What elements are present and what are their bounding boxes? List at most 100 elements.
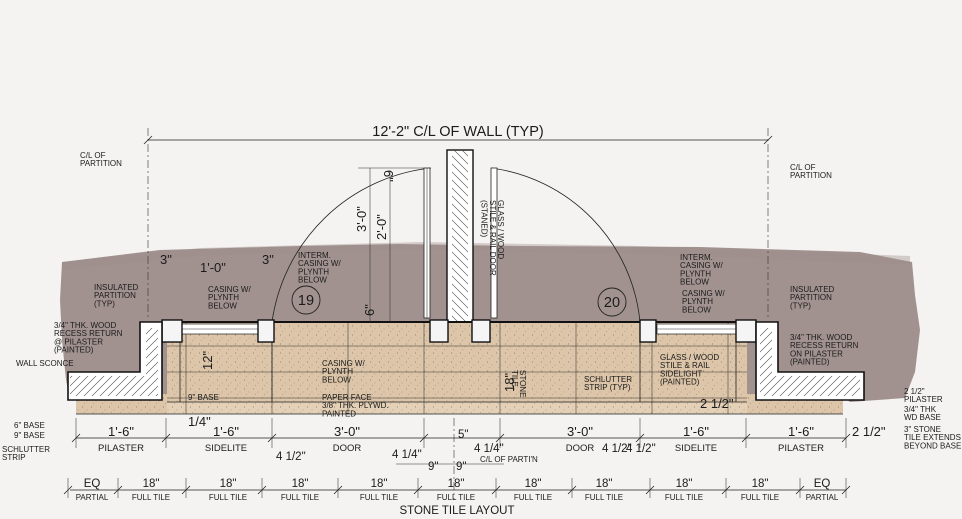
door-leaf-19: [423, 167, 431, 319]
tile-row-segment: 18" FULL TILE: [741, 478, 779, 502]
dim-row-1-segment: 1'-6" SIDELITE: [205, 424, 247, 454]
sidelite-left: [179, 323, 259, 335]
tile-row-label: FULL TILE: [665, 493, 703, 502]
tile-row-value: 18": [525, 478, 542, 490]
dim-row-1-value: 3'-0": [334, 424, 360, 439]
tile-row-label: FULL TILE: [281, 493, 319, 502]
dim-row-1-value: 1'-6": [213, 424, 239, 439]
tile-row-value: 18": [143, 478, 160, 490]
center-dim-18: 18": [502, 373, 517, 392]
extra-dim-9b: 9": [456, 461, 466, 473]
tile-row-label: PARTIAL: [806, 493, 839, 502]
tile-row-value: 18": [596, 478, 613, 490]
sidelite-right: [656, 323, 738, 335]
tile-row-value: 18": [752, 478, 769, 490]
door-number-19: 19: [298, 293, 314, 309]
extra-dim-4-25a: 4 1/4": [392, 449, 422, 461]
insulated-partition-right: [755, 321, 865, 401]
extra-dim-4-5b: 4 1/2": [602, 443, 632, 455]
tile-row-label: PARTIAL: [76, 493, 109, 502]
dim-row-1-segment: 1'-6"PILASTER: [778, 424, 824, 454]
tile-row-value: EQ: [84, 478, 101, 490]
overall-dimension-label: 12'-2" C/L OF WALL (TYP): [372, 124, 543, 140]
door-dimensions: 6" 3'-0" 2'-0" 6": [354, 167, 424, 322]
partition-cl-note: C/L OF PARTI'N: [480, 455, 538, 464]
tile-row-label: FULL TILE: [360, 493, 398, 502]
center-dim-2-5: 2 1/2": [700, 396, 734, 411]
left-dim-12: 12": [200, 351, 215, 370]
wall-sconce-label: WALL SCONCE: [16, 359, 74, 368]
center-dim-1-4: 1/4": [188, 414, 211, 429]
dim-row-1-label: SIDELITE: [675, 443, 717, 454]
casing-posts: [161, 319, 757, 343]
dim-row-1-label: DOOR: [566, 443, 595, 454]
right-pilaster-label: 2 1/2"PILASTER: [904, 387, 943, 404]
extra-dim-9a: 9": [428, 461, 438, 473]
tile-row-segment: 18"FULL TILE: [437, 478, 475, 502]
dim-6-top: 6": [381, 170, 396, 182]
left-dim-3b: 3": [262, 252, 274, 267]
dim-3-0: 3'-0": [354, 206, 369, 232]
dim-row-1-label: SIDELITE: [205, 443, 247, 454]
door-tag-20: 20: [597, 287, 627, 317]
extra-dim-5: 5": [458, 429, 468, 441]
dim-row-1-value: 1'-6": [108, 424, 134, 439]
left-base-6-label: 6" BASE: [14, 421, 45, 430]
tile-row-segment: EQ PARTIAL: [806, 478, 839, 502]
tile-row-segment: EQ PARTIAL: [76, 478, 109, 502]
dim-row-1-segment: 3'-0"DOOR: [333, 424, 362, 454]
center-partition: [446, 149, 474, 323]
dim-row-1-label: PILASTER: [98, 443, 144, 454]
tile-row-value: EQ: [814, 478, 831, 490]
door-leaf-20: [490, 167, 498, 319]
dim-row-1-value: 1'-6": [788, 424, 814, 439]
tile-row-label: FULL TILE: [585, 493, 623, 502]
tile-row-value: 18": [448, 478, 465, 490]
tile-row-label: FULL TILE: [132, 493, 170, 502]
tile-row-value: 18": [292, 478, 309, 490]
tile-row-segment: 18" FULL TILE: [209, 478, 247, 502]
right-dim-2-5: 2 1/2": [852, 424, 886, 439]
tile-row-label: FULL TILE: [514, 493, 552, 502]
door-tag-19: 19: [291, 285, 321, 315]
glass-door-label: GLASS / WOODSTILE & RAIL DOOR(STANED): [480, 200, 505, 276]
tile-row-value: 18": [676, 478, 693, 490]
tile-row-label: FULL TILE: [209, 493, 247, 502]
dim-row-1-segment: 1'-6" PILASTER: [98, 424, 144, 454]
dim-2-0: 2'-0": [374, 214, 389, 240]
left-base-9-label: 9" BASE: [14, 431, 45, 440]
tile-row-segment: 18" FULL TILE: [281, 478, 319, 502]
dim-row-1-value: 1'-6": [683, 424, 709, 439]
extra-dim-4-5a: 4 1/2": [276, 451, 306, 463]
left-base-9-inner-label: 9" BASE: [188, 393, 219, 402]
tile-row-label: FULL TILE: [741, 493, 779, 502]
tile-row-value: 18": [220, 478, 237, 490]
caption: STONE TILE LAYOUT: [399, 505, 514, 517]
dim-row-1-segment: 1'-6" SIDELITE: [675, 424, 717, 454]
extra-dim-4-5c: 4 1/2": [626, 443, 656, 455]
dim-6-bottom: 6": [362, 304, 377, 316]
extra-dim-4-25b: 4 1/4": [474, 443, 504, 455]
left-dim-1-0: 1'-0": [200, 260, 226, 275]
tile-row-segment: 18" FULL TILE: [665, 478, 703, 502]
tile-row-segment: 18" FULL TILE: [514, 478, 552, 502]
left-dim-3a: 3": [160, 252, 172, 267]
stone-tile-label: STONETILE: [510, 370, 527, 397]
